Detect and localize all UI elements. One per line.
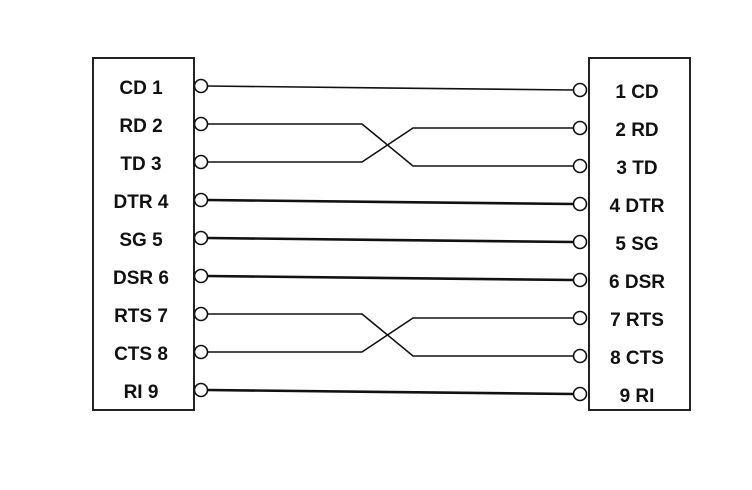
right-terminal-2 xyxy=(572,120,588,136)
left-terminal-7 xyxy=(193,306,209,322)
right-pin-8-label: 8 CTS xyxy=(610,348,664,369)
right-pin-2-label: 2 RD xyxy=(615,120,658,141)
left-terminal-4 xyxy=(193,192,209,208)
left-pin-4-label: DTR 4 xyxy=(114,192,169,213)
left-pin-9-label: RI 9 xyxy=(124,382,159,403)
right-terminal-6 xyxy=(572,272,588,288)
left-pin-labels: CD 1 RD 2 TD 3 DTR 4 SG 5 DSR 6 RTS 7 CT… xyxy=(113,78,169,403)
wire-left-4-to-right-4 xyxy=(207,198,574,206)
right-pin-labels: 1 CD 2 RD 3 TD 4 DTR 5 SG 6 DSR 7 RTS 8 … xyxy=(609,82,665,407)
right-pin-3-label: 3 TD xyxy=(616,158,657,179)
right-terminal-5 xyxy=(572,234,588,250)
left-terminal-8 xyxy=(193,344,209,360)
left-terminal-3 xyxy=(193,154,209,170)
right-connector-box xyxy=(588,57,691,411)
right-pin-1-label: 1 CD xyxy=(615,82,658,103)
right-terminal-8 xyxy=(572,348,588,364)
wire-left-1-to-right-1 xyxy=(207,85,574,91)
wire-left-5-to-right-5 xyxy=(207,236,574,244)
wire-left-2-to-right-3 xyxy=(207,123,574,167)
right-terminal-3 xyxy=(572,158,588,174)
left-connector-box xyxy=(92,57,195,411)
wire-left-7-to-right-8 xyxy=(207,313,574,357)
left-terminal-1 xyxy=(193,78,209,94)
right-pin-6-label: 6 DSR xyxy=(609,272,665,293)
right-pin-9-label: 9 RI xyxy=(620,386,655,407)
left-pin-6-label: DSR 6 xyxy=(113,268,169,289)
right-terminal-7 xyxy=(572,310,588,326)
right-terminal-9 xyxy=(572,386,588,402)
wire-left-8-to-right-7 xyxy=(207,317,574,353)
right-terminal-1 xyxy=(572,82,588,98)
right-pin-5-label: 5 SG xyxy=(615,234,658,255)
left-terminal-5 xyxy=(193,230,209,246)
wire-left-9-to-right-9 xyxy=(207,388,574,396)
left-pin-7-label: RTS 7 xyxy=(114,306,168,327)
right-pin-7-label: 7 RTS xyxy=(610,310,664,331)
left-terminal-2 xyxy=(193,116,209,132)
left-pin-5-label: SG 5 xyxy=(119,230,163,251)
left-terminal-9 xyxy=(193,382,209,398)
wires-group xyxy=(207,85,574,396)
left-pin-8-label: CTS 8 xyxy=(114,344,168,365)
terminals-group xyxy=(193,78,588,402)
left-pin-2-label: RD 2 xyxy=(119,116,162,137)
right-terminal-4 xyxy=(572,196,588,212)
wire-left-3-to-right-2 xyxy=(207,127,574,163)
right-pin-4-label: 4 DTR xyxy=(610,196,665,217)
left-terminal-6 xyxy=(193,268,209,284)
left-pin-3-label: TD 3 xyxy=(120,154,161,175)
left-pin-1-label: CD 1 xyxy=(119,78,163,99)
wire-left-6-to-right-6 xyxy=(207,274,574,282)
